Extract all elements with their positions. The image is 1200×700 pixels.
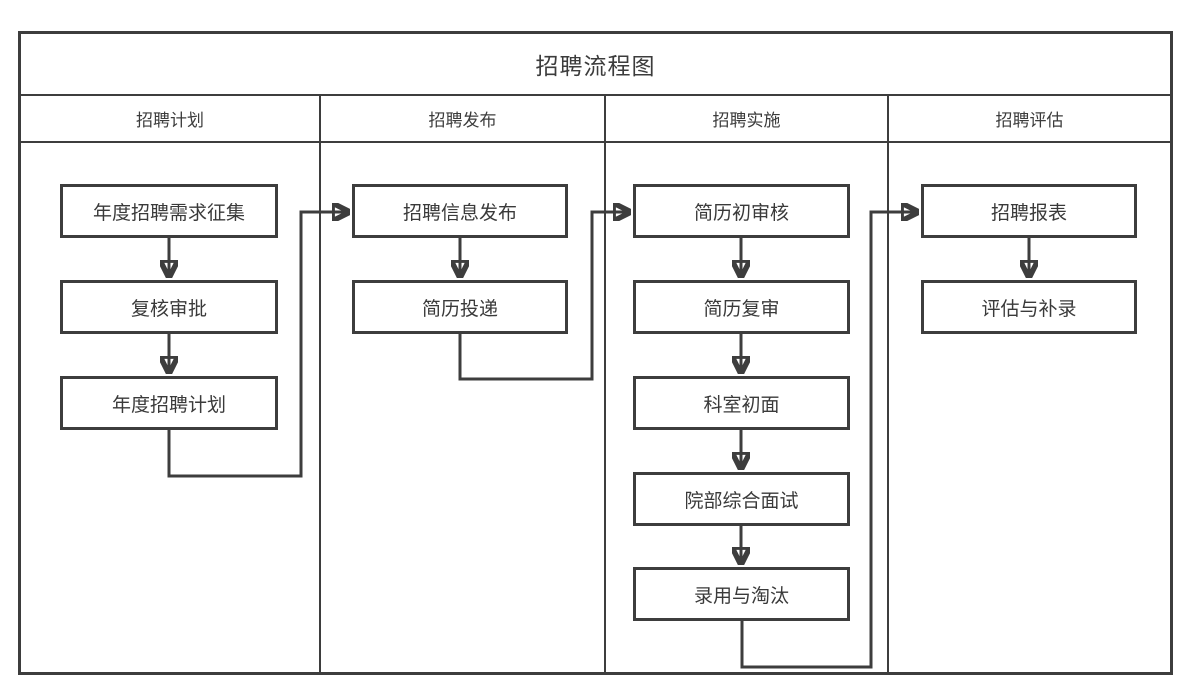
- diagram-title: 招聘流程图: [535, 54, 656, 80]
- swimlane-table: 招聘流程图 招聘计划 招聘发布 招聘实施 招聘评估: [18, 31, 1173, 675]
- node-resume-first-review: 简历初审核: [633, 184, 850, 238]
- lane-divider-2: [604, 94, 606, 672]
- lane-divider-1: [319, 94, 321, 672]
- title-separator-line: [21, 94, 1170, 96]
- header-separator-line: [21, 141, 1170, 143]
- node-annual-demand-collection: 年度招聘需求征集: [60, 184, 278, 238]
- node-resume-submission: 简历投递: [352, 280, 568, 334]
- node-evaluation-and-supplement: 评估与补录: [921, 280, 1137, 334]
- node-recruitment-report: 招聘报表: [921, 184, 1137, 238]
- node-hire-or-eliminate: 录用与淘汰: [633, 567, 850, 621]
- lane-header-recruit-plan: 招聘计划: [136, 111, 204, 131]
- node-annual-recruit-plan: 年度招聘计划: [60, 376, 278, 430]
- node-hospital-comprehensive-interview: 院部综合面试: [633, 472, 850, 526]
- lane-header-recruit-implement: 招聘实施: [712, 111, 781, 131]
- lane-header-recruit-evaluate: 招聘评估: [995, 111, 1064, 131]
- node-department-first-interview: 科室初面: [633, 376, 850, 430]
- node-info-publish: 招聘信息发布: [352, 184, 568, 238]
- lane-divider-3: [887, 94, 889, 672]
- lane-header-recruit-publish: 招聘发布: [428, 111, 497, 131]
- node-resume-second-review: 简历复审: [633, 280, 850, 334]
- node-review-approval: 复核审批: [60, 280, 278, 334]
